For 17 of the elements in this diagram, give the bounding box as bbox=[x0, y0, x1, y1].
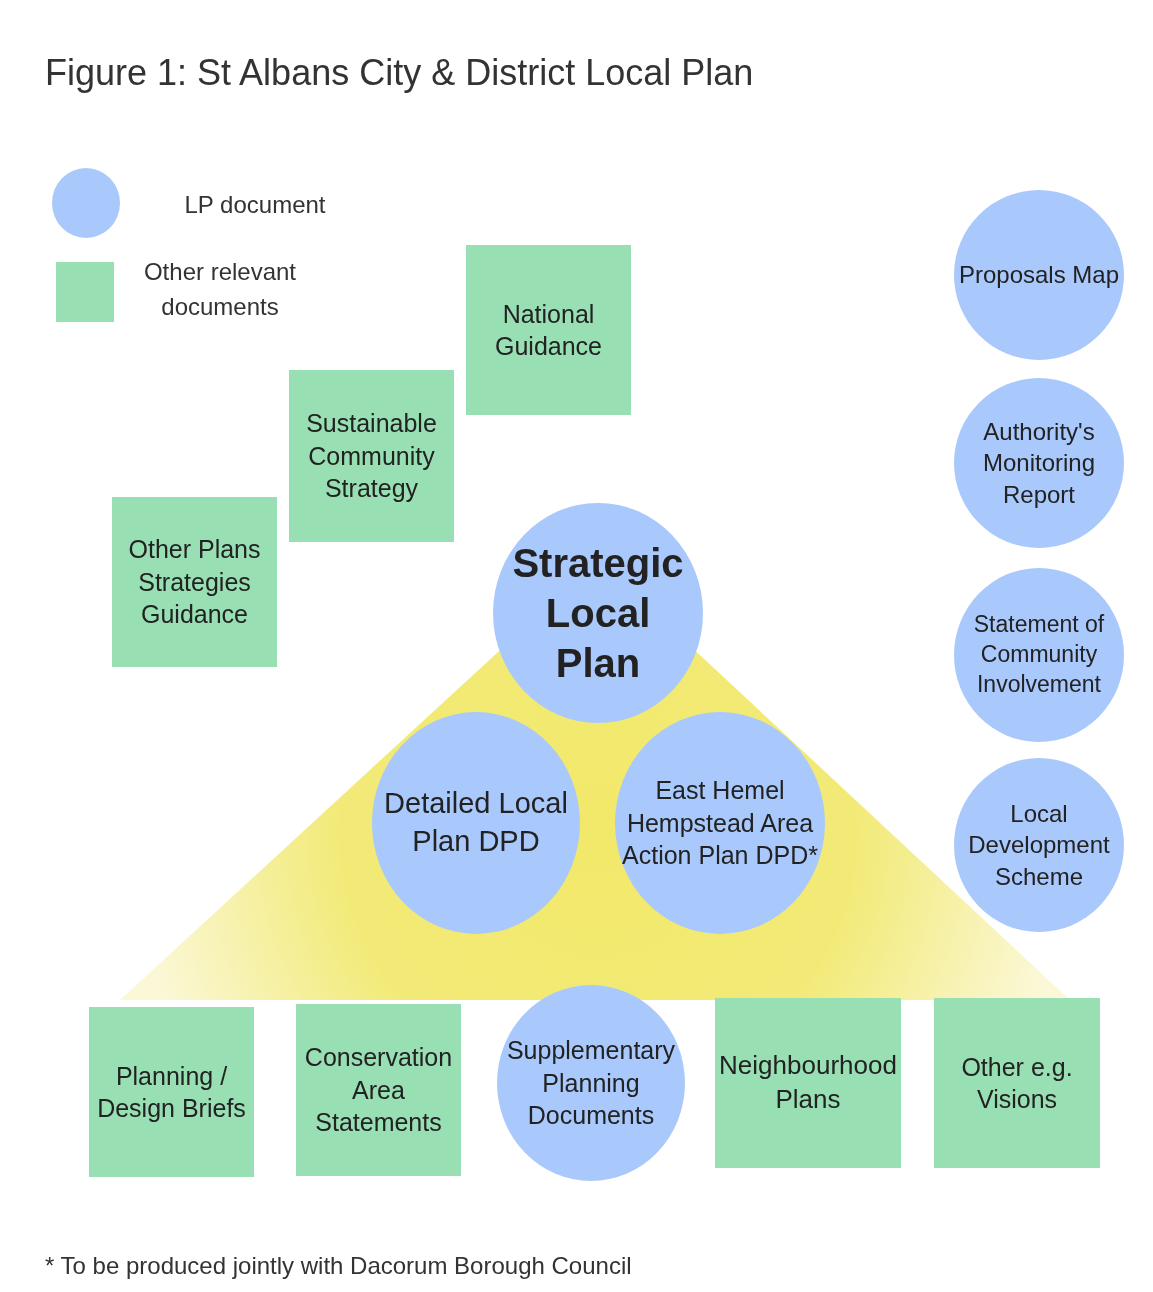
document-box: Sustainable Community Strategy bbox=[289, 370, 454, 542]
document-circle: Authority's Monitoring Report bbox=[954, 378, 1124, 548]
document-box: Conservation Area Statements bbox=[296, 1004, 461, 1176]
document-box: Neighbourhood Plans bbox=[715, 998, 901, 1168]
legend-label: Other relevant documents bbox=[142, 257, 298, 322]
document-box: Other Plans Strategies Guidance bbox=[112, 497, 277, 667]
caption-text: * To be produced jointly with Dacorum Borough Council bbox=[45, 1252, 632, 1280]
figure-title: Figure 1: St Albans City & District Local Plan bbox=[45, 52, 754, 94]
document-circle: Proposals Map bbox=[954, 190, 1124, 360]
document-circle: Local Development Scheme bbox=[954, 758, 1124, 932]
document-box: Other e.g. Visions bbox=[934, 998, 1100, 1168]
document-box: Planning / Design Briefs bbox=[89, 1007, 254, 1177]
document-circle: Supplementary Planning Documents bbox=[497, 985, 685, 1181]
legend-label: LP document bbox=[183, 190, 327, 220]
document-circle: Strategic Local Plan bbox=[493, 503, 703, 723]
document-circle: Statement of Community Involvement bbox=[954, 568, 1124, 742]
document-box: National Guidance bbox=[466, 245, 631, 415]
